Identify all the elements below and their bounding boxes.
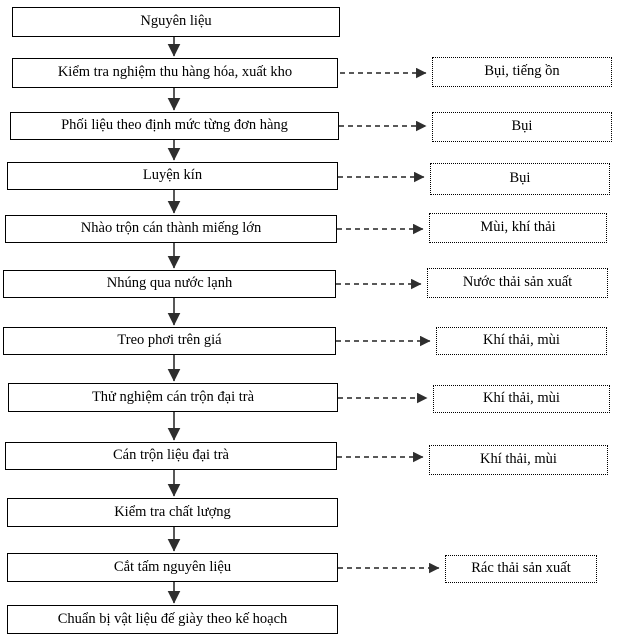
process-step-box: Kiểm tra nghiệm thu hàng hóa, xuất kho — [12, 58, 338, 88]
emission-label: Bụi, tiếng ồn — [484, 63, 560, 80]
emission-label: Rác thải sản xuất — [471, 560, 571, 577]
process-step-label: Treo phơi trên giá — [117, 332, 222, 349]
emission-box: Bụi — [430, 163, 610, 195]
emission-label: Khí thải, mùi — [483, 390, 560, 407]
process-step-box: Phối liệu theo định mức từng đơn hàng — [10, 112, 339, 140]
process-step-label: Phối liệu theo định mức từng đơn hàng — [61, 117, 288, 134]
process-step-box: Nguyên liệu — [12, 7, 340, 37]
process-step-label: Kiểm tra chất lượng — [114, 503, 231, 520]
emission-box: Rác thải sản xuất — [445, 555, 597, 583]
emission-box: Khí thải, mùi — [429, 445, 608, 475]
process-step-box: Chuẩn bị vật liệu đế giày theo kế hoạch — [7, 605, 338, 634]
process-step-box: Treo phơi trên giá — [3, 327, 336, 355]
emission-label: Bụi — [511, 118, 533, 135]
emission-box: Khí thải, mùi — [433, 385, 610, 413]
process-step-label: Cán trộn liệu đại trà — [113, 447, 229, 464]
process-step-label: Luyện kín — [142, 167, 203, 184]
emission-label: Bụi — [509, 170, 531, 187]
emission-box: Nước thải sản xuất — [427, 268, 608, 298]
process-step-label: Thử nghiệm cán trộn đại trà — [91, 388, 255, 405]
emission-box: Khí thải, mùi — [436, 327, 607, 355]
process-step-box: Cán trộn liệu đại trà — [5, 442, 337, 470]
process-step-box: Luyện kín — [7, 162, 338, 190]
emission-box: Bụi, tiếng ồn — [432, 57, 612, 87]
emission-label: Nước thải sản xuất — [462, 274, 573, 291]
process-step-label: Nhào trộn cán thành miếng lớn — [80, 220, 262, 237]
emission-label: Mùi, khí thải — [480, 219, 556, 236]
process-step-label: Nguyên liệu — [140, 13, 212, 30]
process-step-box: Cắt tấm nguyên liệu — [7, 553, 338, 582]
emission-label: Khí thải, mùi — [483, 332, 560, 349]
emission-box: Mùi, khí thải — [429, 213, 607, 243]
emission-box: Bụi — [432, 112, 612, 142]
process-step-label: Cắt tấm nguyên liệu — [113, 558, 232, 575]
process-step-box: Kiểm tra chất lượng — [7, 498, 338, 527]
process-step-box: Nhào trộn cán thành miếng lớn — [5, 215, 337, 243]
process-step-label: Nhúng qua nước lạnh — [106, 275, 233, 292]
process-step-label: Kiểm tra nghiệm thu hàng hóa, xuất kho — [57, 64, 293, 81]
process-step-box: Thử nghiệm cán trộn đại trà — [8, 383, 338, 412]
emission-label: Khí thải, mùi — [480, 451, 557, 468]
process-step-label: Chuẩn bị vật liệu đế giày theo kế hoạch — [57, 610, 288, 627]
process-step-box: Nhúng qua nước lạnh — [3, 270, 336, 298]
